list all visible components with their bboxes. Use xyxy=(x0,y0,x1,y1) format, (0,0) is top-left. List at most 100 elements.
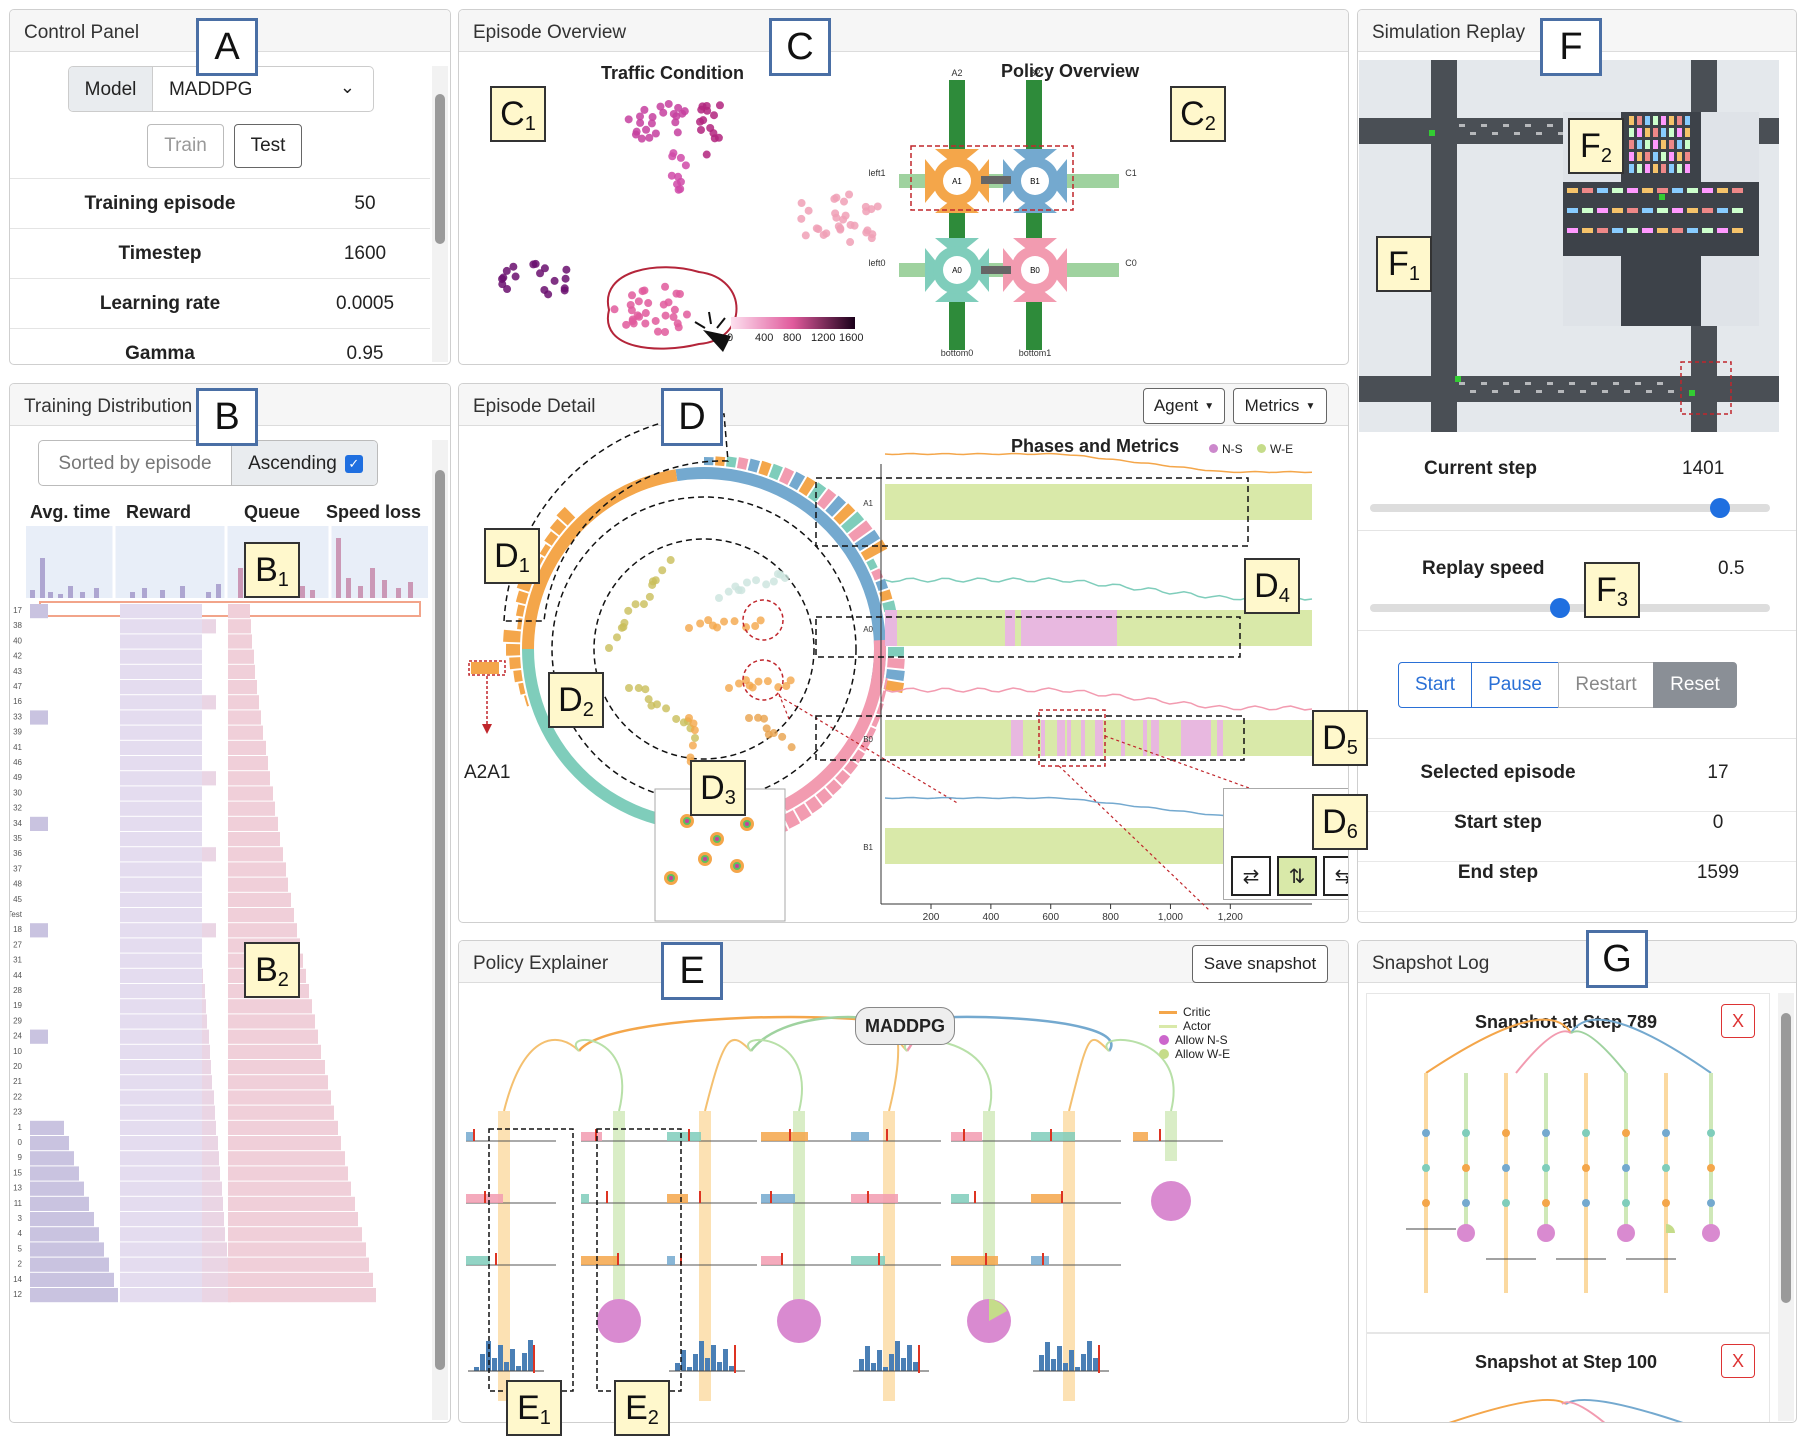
x-tick-label: 400 xyxy=(983,912,1000,923)
histogram-bar xyxy=(382,580,387,598)
reward-bar xyxy=(120,604,202,619)
lane-marking xyxy=(1481,124,1487,127)
trajectory-point xyxy=(745,714,753,722)
restart-button[interactable]: Restart xyxy=(1558,662,1654,708)
start-button[interactable]: Start xyxy=(1398,662,1472,708)
replay-speed-slider[interactable] xyxy=(1370,598,1770,618)
save-snapshot-button[interactable]: Save snapshot xyxy=(1192,945,1328,983)
feature-flow xyxy=(498,1111,510,1401)
queue-bar xyxy=(202,1090,214,1105)
reward-bar xyxy=(120,1029,202,1044)
feature-bar xyxy=(761,1132,808,1141)
current-step-knob[interactable] xyxy=(1710,498,1730,518)
reset-button[interactable]: Reset xyxy=(1653,662,1737,708)
sort-by-episode[interactable]: Sorted by episode xyxy=(58,453,212,474)
current-step-slider[interactable] xyxy=(1370,498,1770,518)
model-select[interactable]: Model MADDPG ⌄ xyxy=(68,66,374,112)
sort-toggle[interactable]: Sorted by episode Ascending ✓ xyxy=(38,440,378,486)
traffic-point xyxy=(696,125,705,134)
scale-tick: 0 xyxy=(727,332,734,344)
signal-light xyxy=(1659,194,1665,200)
vehicle xyxy=(1582,208,1593,213)
policy-explainer-panel: Policy Explainer Save snapshot Critic Ac… xyxy=(458,940,1349,1423)
vehicle xyxy=(1669,164,1674,173)
ring-histogram-bar xyxy=(825,495,847,517)
road-vertical xyxy=(1026,80,1042,350)
reward-bar xyxy=(120,1105,202,1120)
metrics-dropdown[interactable]: Metrics▼ xyxy=(1233,388,1327,424)
snapshot-card-2: Snapshot at Step 100 X xyxy=(1366,1333,1770,1422)
feature-bar xyxy=(951,1256,998,1265)
ring-histogram-bar xyxy=(747,458,761,473)
traffic-point xyxy=(540,264,549,273)
feature-dot xyxy=(1582,1164,1590,1172)
traffic-point xyxy=(641,319,650,328)
queue-bar xyxy=(202,1181,222,1196)
ring-histogram-bar xyxy=(880,690,887,702)
vehicle xyxy=(1629,140,1634,149)
reward-bar xyxy=(120,999,202,1014)
feature-flow xyxy=(793,1111,805,1301)
close-snapshot-button[interactable]: X xyxy=(1721,1344,1755,1378)
control-scrollbar[interactable] xyxy=(432,66,448,362)
root-node[interactable]: MADDPG xyxy=(855,1007,955,1045)
reward-bar xyxy=(120,908,202,923)
trajectory-point xyxy=(625,684,633,692)
queue-bar xyxy=(202,968,203,983)
close-snapshot-button[interactable]: X xyxy=(1721,1004,1755,1038)
distribution-bar xyxy=(687,1367,692,1371)
phase-ew-icon: ⇆ xyxy=(1323,856,1348,896)
agent-dropdown[interactable]: Agent▼ xyxy=(1143,388,1225,424)
legend-item: Allow W-E xyxy=(1159,1047,1230,1061)
speed-loss-bar xyxy=(228,1014,315,1029)
snapshot-scrollbar[interactable] xyxy=(1778,993,1794,1421)
traffic-point xyxy=(636,118,645,127)
test-button[interactable]: Test xyxy=(234,124,302,168)
ascending-toggle[interactable]: Ascending ✓ xyxy=(231,441,377,485)
feature-dot xyxy=(1542,1164,1550,1172)
trajectory-point xyxy=(762,724,771,733)
vehicle xyxy=(1685,116,1690,125)
intersection-map[interactable] xyxy=(1359,60,1779,432)
queue-bar xyxy=(202,1029,209,1044)
train-button[interactable]: Train xyxy=(147,124,224,168)
feature-dot xyxy=(1502,1164,1510,1172)
reward-bar xyxy=(120,1196,202,1211)
action-pie xyxy=(1151,1181,1191,1221)
training-scrollbar[interactable] xyxy=(432,440,448,1420)
traffic-point xyxy=(641,309,650,318)
checkbox-checked-icon[interactable]: ✓ xyxy=(344,455,363,473)
episode-label: 49 xyxy=(13,773,22,782)
speed-loss-bar xyxy=(228,634,252,649)
vehicle xyxy=(1661,128,1666,137)
speed-loss-bar xyxy=(228,1136,341,1151)
trajectory-point xyxy=(662,704,671,713)
traffic-point xyxy=(622,320,631,329)
pause-button[interactable]: Pause xyxy=(1471,662,1559,708)
trajectory-point xyxy=(751,622,760,631)
trajectory-point xyxy=(737,586,746,595)
legend-swatch xyxy=(1159,1035,1169,1045)
speed-loss-bar xyxy=(228,710,261,725)
distribution-bar xyxy=(1045,1342,1050,1371)
vehicle xyxy=(1669,140,1674,149)
replay-speed-knob[interactable] xyxy=(1550,598,1570,618)
queue-bar xyxy=(202,1242,227,1257)
agent-link xyxy=(981,176,1011,184)
speed-loss-bar xyxy=(228,756,268,771)
model-value: MADDPG xyxy=(169,79,253,100)
histogram-bar xyxy=(238,568,243,598)
speed-loss-bar xyxy=(228,725,263,740)
action-pie xyxy=(1702,1224,1720,1242)
vehicle xyxy=(1661,140,1666,149)
feature-dot xyxy=(1662,1129,1670,1137)
lane-marking xyxy=(1558,132,1564,135)
episode-label: 5 xyxy=(18,1244,23,1253)
traffic-point xyxy=(561,274,570,283)
lane-marking xyxy=(1547,124,1553,127)
vehicle xyxy=(1582,188,1593,193)
reward-bar xyxy=(120,1120,202,1135)
policy-overview-title: Policy Overview xyxy=(1001,61,1140,81)
reward-bar xyxy=(120,1014,202,1029)
queue-bar xyxy=(202,999,206,1014)
